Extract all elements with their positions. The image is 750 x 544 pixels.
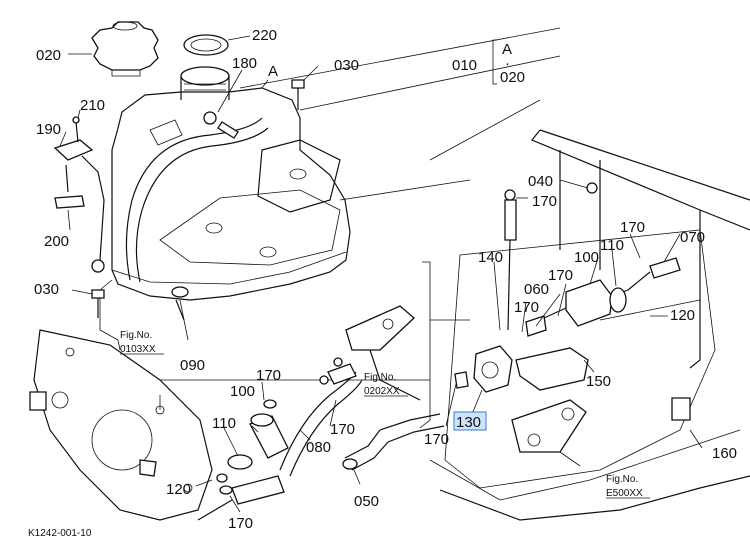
leader-lines	[59, 35, 703, 513]
label-090: 090	[180, 357, 205, 374]
label-100-b: 100	[230, 383, 255, 400]
fig-ref-3-title: Fig.No.	[606, 474, 638, 485]
bolt-030-left	[91, 289, 105, 318]
label-020: 020	[36, 47, 61, 64]
part-labels: 020 220 180 A 030 010 A · 020 210 190 20…	[28, 27, 737, 539]
fig-ref-1-title: Fig.No.	[120, 330, 152, 341]
label-120-a: 120	[670, 307, 695, 324]
filter-100-left	[249, 399, 289, 459]
label-130[interactable]: 130	[456, 414, 481, 431]
clamp-110-left	[227, 454, 253, 470]
label-110-b: 110	[212, 415, 236, 432]
label-030-top: 030	[334, 57, 359, 74]
label-170-e: 170	[256, 367, 281, 384]
label-080: 080	[306, 439, 331, 456]
label-170-g: 170	[424, 431, 449, 448]
key-020: 020	[500, 69, 525, 86]
key-dot: ·	[505, 55, 510, 72]
label-070: 070	[680, 229, 705, 246]
clamp-090	[171, 286, 189, 321]
label-110-a: 110	[600, 237, 624, 254]
fuel-tank	[111, 66, 351, 301]
fig-ref-2-title: Fig.No.	[364, 372, 396, 383]
label-010: 010	[452, 57, 477, 74]
label-160: 160	[712, 445, 737, 462]
o-ring	[183, 34, 229, 56]
label-040: 040	[528, 173, 553, 190]
label-170-h: 170	[228, 515, 253, 532]
label-150: 150	[586, 373, 611, 390]
label-170-a: 170	[532, 193, 557, 210]
bracket-150	[515, 347, 589, 391]
label-050: 050	[354, 493, 379, 510]
label-100-a: 100	[574, 249, 599, 266]
strainer-lower	[197, 473, 285, 521]
label-190: 190	[36, 121, 61, 138]
label-200: 200	[44, 233, 69, 250]
bracket-center	[345, 305, 470, 401]
tank-cap	[91, 21, 159, 77]
label-170-b: 170	[620, 219, 645, 236]
fig-ref-3-number[interactable]: E500XX	[606, 488, 643, 499]
right-frame	[429, 129, 750, 521]
bolt-030-top	[291, 79, 305, 110]
connector-0202	[319, 357, 357, 385]
bracket-lower-right	[511, 399, 587, 453]
sender-unit	[53, 116, 105, 273]
clamp-110-right	[609, 257, 681, 313]
label-170-c: 170	[548, 267, 573, 284]
label-180: 180	[232, 55, 257, 72]
label-120-b: 120	[166, 481, 191, 498]
label-140: 140	[478, 249, 503, 266]
pipe-upper	[504, 189, 517, 331]
label-060: 060	[524, 281, 549, 298]
label-030-left: 030	[34, 281, 59, 298]
fig-ref-1-number[interactable]: 0103XX	[120, 344, 156, 355]
highlight-130	[453, 411, 487, 431]
frame-lines	[99, 27, 561, 429]
mounting-plate	[29, 329, 213, 521]
label-170-d: 170	[514, 299, 539, 316]
label-170-f: 170	[330, 421, 355, 438]
label-A: A	[268, 63, 278, 80]
fuel-pump	[454, 345, 513, 393]
key-A: A	[502, 41, 512, 58]
label-210: 210	[80, 97, 105, 114]
key-bracket	[492, 39, 497, 85]
drawing-code: K1242-001-10	[28, 528, 92, 539]
fig-ref-2-number[interactable]: 0202XX	[364, 386, 400, 397]
label-220: 220	[252, 27, 277, 44]
hose-050	[342, 413, 445, 471]
